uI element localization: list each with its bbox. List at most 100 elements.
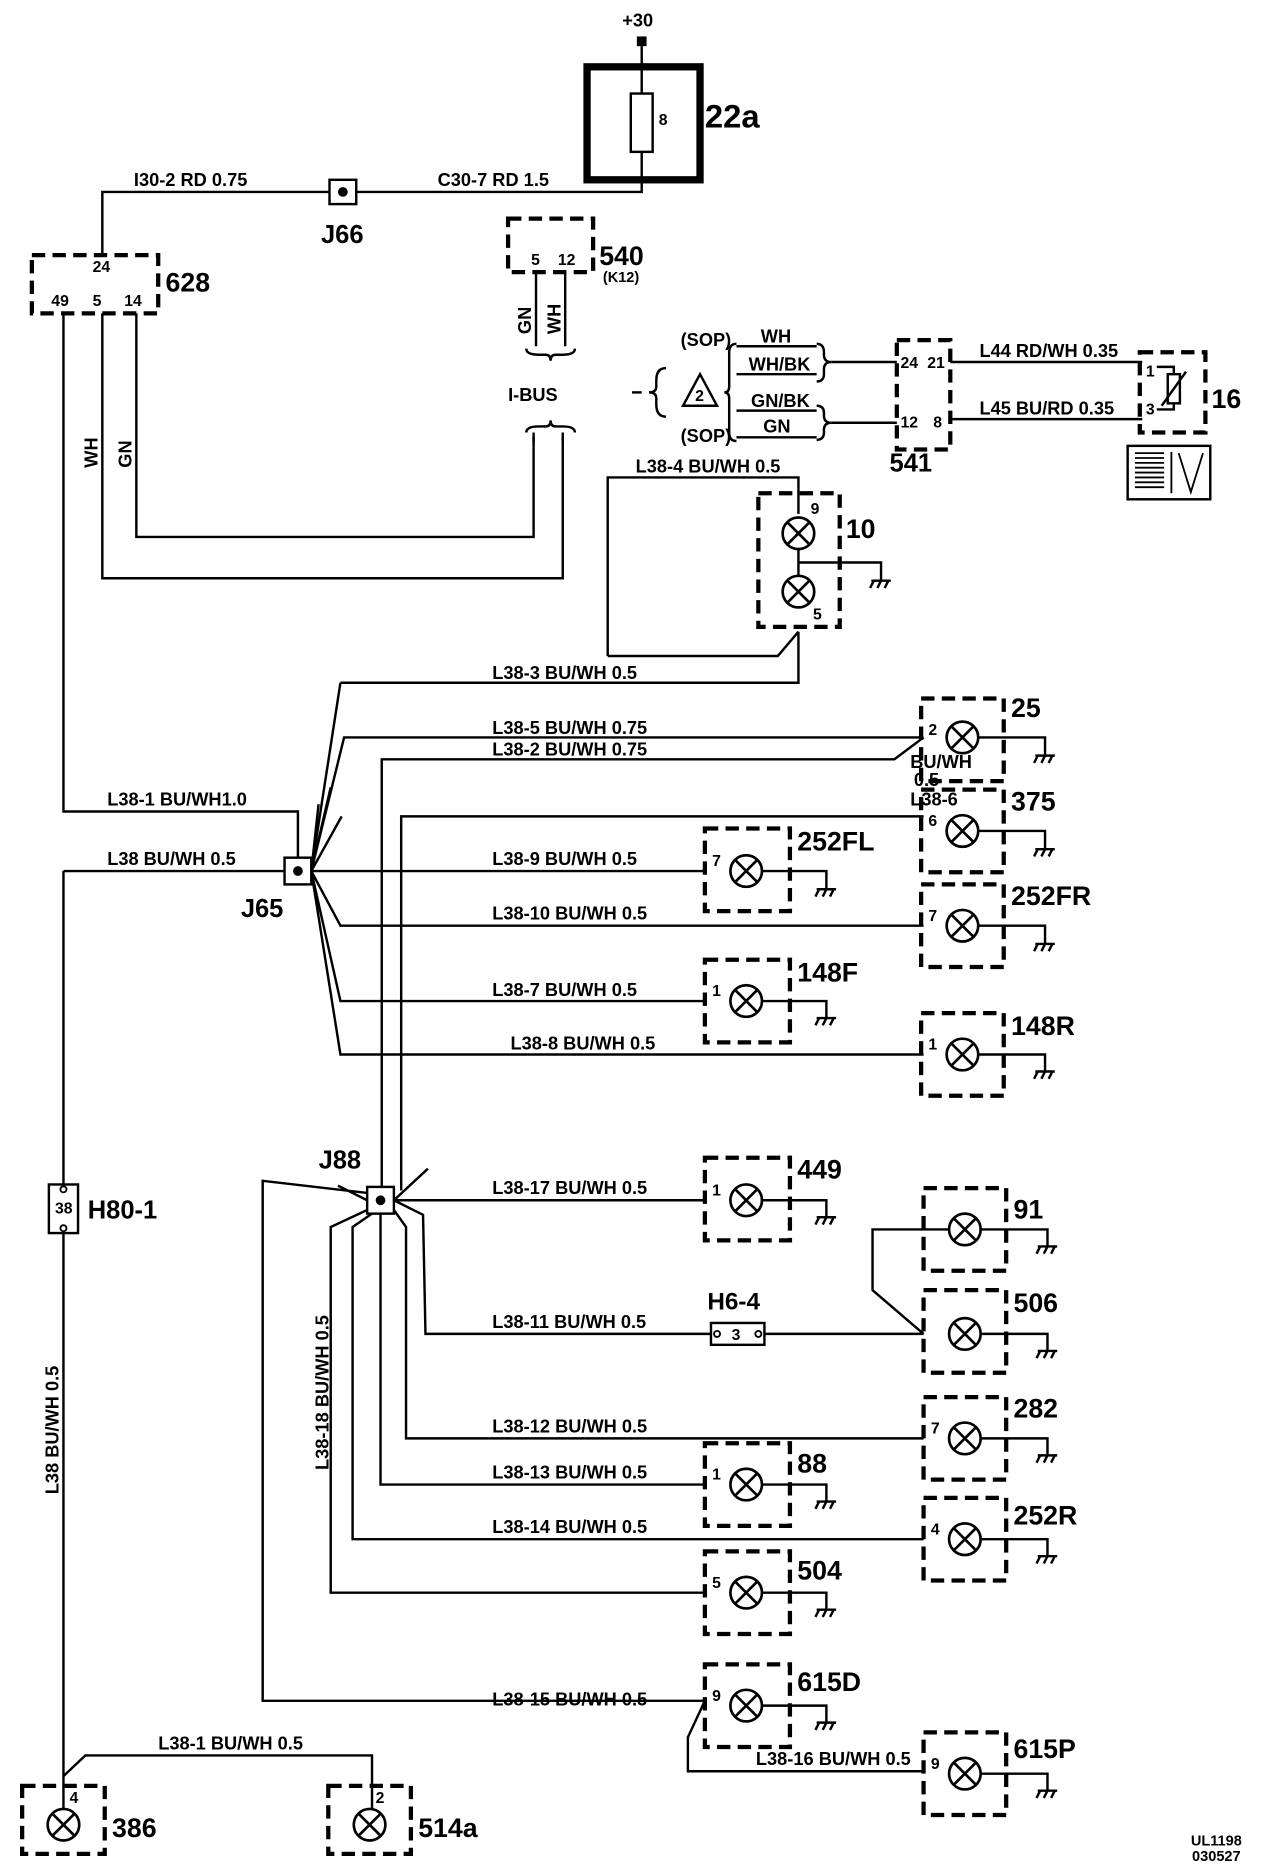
component-91-ref: 91 bbox=[1013, 1194, 1043, 1224]
lamp-514a-box bbox=[326, 1783, 414, 1856]
fan-stub-b bbox=[310, 804, 320, 872]
lamp-icon bbox=[729, 1183, 764, 1218]
pin-628-24: 24 bbox=[93, 259, 111, 276]
ground-wire bbox=[980, 1228, 1049, 1247]
junction-dot bbox=[338, 187, 348, 197]
pin-615p: 9 bbox=[931, 1756, 940, 1773]
ibus-brace-top bbox=[525, 348, 577, 361]
wire-label-l38-17: L38-17 BU/WH 0.5 bbox=[492, 1178, 647, 1198]
wire-l38-4-return bbox=[607, 630, 800, 658]
ground-icon bbox=[1032, 847, 1056, 858]
ground-icon bbox=[1035, 1789, 1059, 1800]
pin-10-9: 9 bbox=[811, 501, 820, 518]
connector-pin-dot bbox=[59, 1185, 68, 1194]
pin-252fr: 7 bbox=[928, 908, 937, 925]
ground-wire bbox=[980, 1537, 1049, 1557]
pin-449: 1 bbox=[712, 1182, 721, 1199]
component-252r-ref: 252R bbox=[1013, 1501, 1077, 1531]
wire-label-c30-7: C30-7 RD 1.5 bbox=[438, 170, 549, 190]
pin-16-3: 3 bbox=[1146, 401, 1155, 418]
module-541 bbox=[894, 338, 953, 452]
fan-stub-a bbox=[310, 786, 332, 872]
component-386-ref: 386 bbox=[112, 1813, 157, 1843]
ground-icon bbox=[1032, 1070, 1056, 1080]
fuel-level-icon bbox=[1126, 444, 1212, 501]
lamp-25-box bbox=[919, 696, 1006, 784]
lamp-386-box bbox=[20, 1783, 107, 1856]
lamp-506-box bbox=[921, 1288, 1009, 1375]
wire-label-l38-5: L38-5 BU/WH 0.75 bbox=[492, 718, 647, 738]
lamp-icon bbox=[945, 1037, 980, 1072]
wire-label-l38-4: L38-4 BU/WH 0.5 bbox=[636, 457, 781, 477]
wire-label-l38-16: L38-16 BU/WH 0.5 bbox=[756, 1749, 911, 1769]
wire-label-l38-14: L38-14 BU/WH 0.5 bbox=[492, 1517, 647, 1537]
wire-label-l38-9: L38-9 BU/WH 0.5 bbox=[492, 849, 637, 869]
component-449-ref: 449 bbox=[797, 1154, 842, 1184]
ground-wire bbox=[761, 1704, 828, 1723]
ground-wire-10 bbox=[798, 561, 883, 581]
ground-wire bbox=[761, 1483, 828, 1502]
fuse-box-22a bbox=[583, 63, 704, 184]
pin-88: 1 bbox=[712, 1467, 721, 1484]
wire-label-l38-3: L38-3 BU/WH 0.5 bbox=[492, 663, 637, 683]
wire-label-l38: L38 BU/WH 0.5 bbox=[107, 849, 236, 869]
ground-icon bbox=[814, 888, 838, 898]
pin-628-49: 49 bbox=[51, 293, 69, 310]
connector-h6-4-ref: H6-4 bbox=[707, 1289, 760, 1316]
pin-148r: 1 bbox=[928, 1037, 937, 1054]
component-148f-ref: 148F bbox=[797, 958, 858, 988]
ground-icon bbox=[814, 1216, 838, 1226]
component-22a-ref: 22a bbox=[705, 98, 760, 135]
lamp-icon bbox=[781, 574, 816, 609]
ground-icon bbox=[1035, 1454, 1059, 1464]
fan-l38-3 bbox=[310, 682, 342, 872]
warning-icon bbox=[680, 371, 720, 407]
component-10-ref: 10 bbox=[846, 514, 876, 544]
wire-label-i30-2: I30-2 RD 0.75 bbox=[134, 170, 247, 190]
ibus-brace-bottom bbox=[525, 420, 577, 433]
wire-l38-12 bbox=[392, 1209, 924, 1440]
lamp-icon bbox=[947, 1212, 982, 1247]
pin-386: 4 bbox=[70, 1790, 79, 1807]
pin-504: 5 bbox=[712, 1575, 721, 1592]
component-25-ref: 25 bbox=[1011, 693, 1041, 723]
wire-label-l38-10: L38-10 BU/WH 0.5 bbox=[492, 904, 647, 924]
lamp-icon bbox=[352, 1807, 387, 1842]
pin-10-5: 5 bbox=[813, 607, 822, 624]
fan-stub-c bbox=[310, 815, 343, 872]
component-88-ref: 88 bbox=[797, 1448, 827, 1478]
wire-wh bbox=[101, 313, 564, 580]
fan-l38-8 bbox=[310, 870, 924, 1056]
component-504-ref: 504 bbox=[797, 1555, 842, 1585]
wire-label-wh: WH bbox=[81, 437, 101, 467]
wire-l38-2 bbox=[380, 736, 925, 1191]
lamp-icon bbox=[947, 1522, 982, 1557]
pin-615d: 9 bbox=[712, 1688, 721, 1705]
lamp-icon bbox=[729, 983, 764, 1019]
wire-label-l38-13: L38-13 BU/WH 0.5 bbox=[492, 1462, 647, 1482]
sensor-16 bbox=[1137, 350, 1208, 435]
bus-label-gnbk: GN/BK bbox=[751, 391, 810, 411]
ground-wire bbox=[761, 869, 828, 890]
connector-pin-dot bbox=[754, 1329, 763, 1338]
wire-l38-3 bbox=[340, 631, 800, 684]
wire-label-l38-6: L38-6 bbox=[910, 789, 958, 809]
sop-label-top: (SOP) bbox=[681, 330, 732, 350]
lamp-icon bbox=[729, 1467, 764, 1502]
ground-icon bbox=[1035, 1245, 1059, 1255]
bus-label-wh: WH bbox=[761, 327, 791, 347]
pin-25: 2 bbox=[928, 722, 937, 739]
wire-label-l45: L45 BU/RD 0.35 bbox=[979, 398, 1114, 418]
pin-540-5: 5 bbox=[531, 252, 540, 269]
junction-j65-label: J65 bbox=[241, 895, 284, 923]
ground-icon bbox=[814, 1016, 838, 1027]
wire-l38-1b bbox=[62, 1754, 374, 1817]
wire-label-gn: GN bbox=[115, 440, 135, 467]
component-506-ref: 506 bbox=[1013, 1288, 1058, 1318]
fan-l38-7 bbox=[310, 870, 705, 1003]
component-540-ref: 540 bbox=[599, 241, 644, 271]
fuse-icon bbox=[629, 92, 654, 154]
component-375-ref: 375 bbox=[1011, 786, 1056, 816]
bus-label-gn: GN bbox=[763, 416, 790, 436]
